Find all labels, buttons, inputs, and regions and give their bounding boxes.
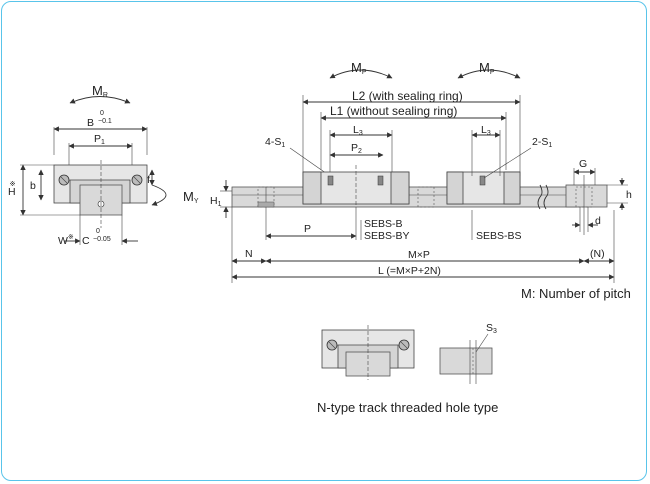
s3-label: S3	[486, 322, 497, 335]
d-label: d	[595, 215, 601, 227]
n-left-label: N	[245, 248, 253, 260]
n-type-caption: N-type track threaded hole type	[317, 400, 498, 415]
w-label: W※	[58, 234, 74, 247]
l2-label: L2 (with sealing ring)	[352, 89, 463, 103]
n-right-label: (N)	[590, 248, 605, 260]
b-small-label: b	[30, 180, 36, 192]
l1-label: L1 (without sealing ring)	[330, 104, 457, 118]
p-label: P	[304, 223, 311, 235]
end-view: MR B 0 −0.1 P1 H※ b f	[8, 83, 199, 247]
side-view: MP MP L2 (with sealing ring) L1 (without…	[210, 60, 632, 283]
b-tol-upper: 0	[100, 110, 104, 117]
c-label: C	[82, 235, 90, 247]
my-label: MY	[183, 189, 199, 205]
s1-left-label: 4-S1	[265, 136, 285, 149]
c-tol-upper: 0	[96, 228, 100, 235]
s1-right-label: 2-S1	[532, 136, 552, 149]
mr-label: MR	[92, 83, 108, 99]
h-label: H※	[8, 181, 16, 198]
p2-label: P2	[351, 142, 362, 155]
h1-label: H1	[210, 195, 222, 208]
mp-right-label: MP	[479, 60, 495, 76]
l3-left-label: L3	[353, 124, 363, 137]
mxp-label: M×P	[408, 249, 430, 261]
mp-left-label: MP	[351, 60, 367, 76]
sebs-bs-label: SEBS-BS	[476, 230, 522, 242]
sebs-b-label: SEBS-B	[364, 218, 403, 230]
p1-label: P1	[94, 133, 105, 146]
b-dim-label: B	[87, 117, 94, 129]
n-type-rail-side	[439, 347, 493, 375]
b-tol-lower: −0.1	[98, 118, 112, 125]
l-total-label: L (=M×P+2N)	[378, 265, 441, 277]
n-type-detail: S3 N-type track threaded hole type	[317, 322, 498, 415]
h-small-label: h	[626, 189, 632, 201]
sebs-by-label: SEBS-BY	[364, 230, 410, 242]
pitch-note: M: Number of pitch	[521, 286, 631, 301]
l3-right-label: L3	[481, 124, 491, 137]
g-label: G	[579, 158, 587, 170]
f-label: f	[147, 174, 150, 186]
c-tol-lower: −0.05	[93, 236, 111, 243]
